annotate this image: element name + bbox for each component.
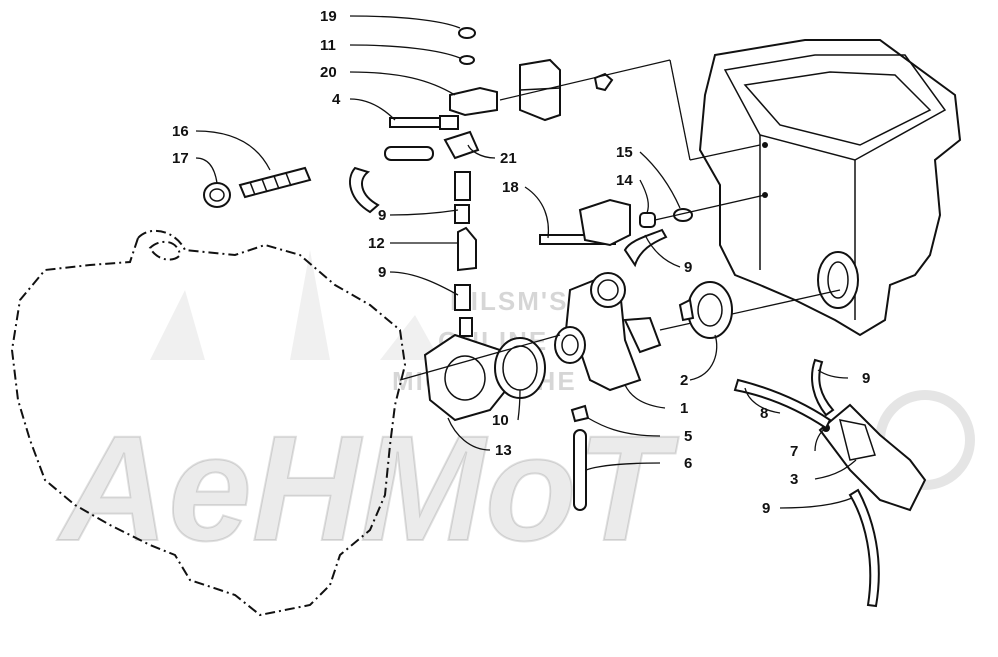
- callout-13: 13: [495, 442, 512, 459]
- callout-5: 5: [684, 428, 692, 445]
- mounting-hardware: [384, 27, 498, 337]
- callout-4: 4: [332, 91, 341, 108]
- carburetor: [554, 228, 841, 392]
- spring-and-clip: [203, 166, 312, 208]
- callout-9-c: 9: [684, 259, 692, 276]
- callout-3: 3: [790, 471, 798, 488]
- callout-9-e: 9: [762, 500, 770, 517]
- airbox: [698, 39, 962, 337]
- leader-lines: [195, 15, 857, 509]
- bolt-and-mount: [539, 194, 766, 247]
- callout-18: 18: [502, 179, 519, 196]
- callout-1: 1: [680, 400, 688, 417]
- bracket: [499, 58, 761, 161]
- callout-10: 10: [492, 412, 509, 429]
- callout-9-a: 9: [378, 207, 386, 224]
- callout-11: 11: [320, 37, 336, 54]
- callout-12: 12: [368, 235, 385, 252]
- diaphragm-cap: [678, 281, 733, 339]
- callout-8: 8: [760, 405, 768, 422]
- callout-19: 19: [320, 8, 337, 25]
- engine-outline: [10, 229, 407, 617]
- callout-17: 17: [172, 150, 189, 167]
- callout-6: 6: [684, 455, 692, 472]
- callout-20: 20: [320, 64, 337, 81]
- callout-14: 14: [616, 172, 633, 189]
- fuel-hose-upper: [349, 166, 380, 214]
- callout-9-d: 9: [862, 370, 870, 387]
- callout-2: 2: [680, 372, 688, 389]
- fuel-pump: [733, 358, 927, 608]
- callout-9-b: 9: [378, 264, 386, 281]
- callout-15: 15: [616, 144, 633, 161]
- watermark-skyline: [150, 250, 440, 360]
- callout-labels: 19 11 20 4 16 17 21 9 12 9 15 14 18 9 2 …: [172, 8, 870, 517]
- intake-flange: [399, 333, 561, 422]
- callout-16: 16: [172, 123, 189, 140]
- callout-21: 21: [500, 150, 517, 167]
- callout-7: 7: [790, 443, 798, 460]
